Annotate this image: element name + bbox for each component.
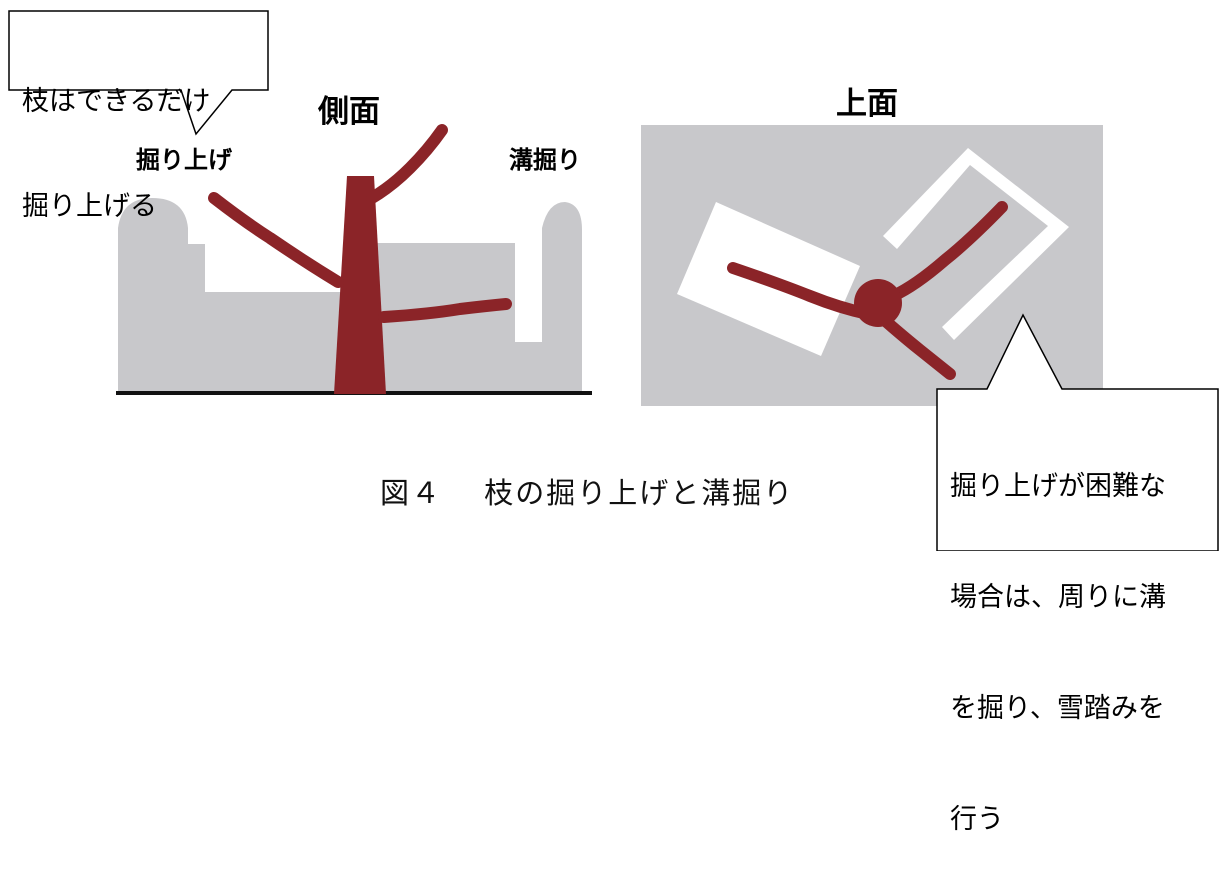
top-branch-lower-right bbox=[876, 312, 956, 380]
top-trench bbox=[883, 148, 1069, 340]
side-branch-right bbox=[378, 298, 512, 323]
callout-top-left-line2: 掘り上げる bbox=[22, 191, 157, 222]
top-view-heading: 上面 bbox=[836, 86, 898, 122]
callout-bottom-right-line3: を掘り、雪踏みを bbox=[950, 693, 1165, 724]
side-view-heading: 側面 bbox=[318, 94, 380, 130]
side-view-diagram bbox=[116, 124, 592, 395]
callout-bottom-right-line2: 場合は、周りに溝 bbox=[950, 582, 1166, 613]
callout-bottom-right-line1: 掘り上げが困難な bbox=[950, 471, 1166, 502]
side-label-trench: 溝掘り bbox=[509, 146, 581, 174]
callout-top-left-shape bbox=[8, 10, 269, 136]
callout-top-left-text: 枝はできるだけ 掘り上げる bbox=[22, 14, 210, 259]
callout-bottom-right-shape bbox=[936, 313, 1219, 551]
side-branch-upper-right bbox=[366, 124, 448, 204]
callout-bottom-right-line4: 行う bbox=[950, 804, 1004, 835]
figure-caption: 図４ 枝の掘り上げと溝掘り bbox=[380, 476, 795, 510]
side-trunk bbox=[334, 176, 386, 394]
side-branch-left bbox=[208, 192, 344, 288]
side-label-dig-up: 掘り上げ bbox=[136, 146, 232, 174]
top-branch-upper-right bbox=[887, 201, 1008, 302]
top-branch-left bbox=[727, 262, 874, 320]
diagram-canvas bbox=[8, 10, 1219, 551]
callout-top-left-line1: 枝はできるだけ bbox=[22, 86, 211, 117]
top-trunk bbox=[854, 279, 902, 327]
callout-bottom-right-text: 掘り上げが困難な 場合は、周りに溝 を掘り、雪踏みを 行う bbox=[950, 394, 1166, 875]
